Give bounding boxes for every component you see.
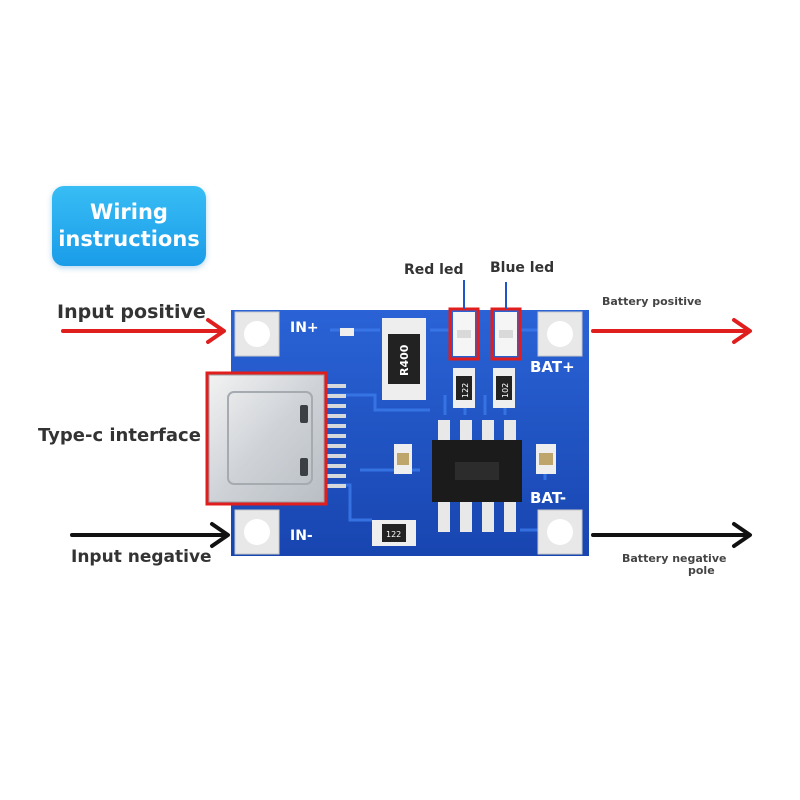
pcb-traces [330, 328, 547, 532]
pad-bat-minus [537, 509, 583, 555]
capacitor-left [394, 444, 412, 474]
silk-bat-minus: BAT- [530, 489, 566, 507]
blue-led-label: Blue led [490, 260, 555, 276]
battery-positive-label: Battery positive [602, 295, 702, 308]
blue-led-highlight-box [490, 307, 522, 361]
resistor-led-1: 122 [453, 368, 475, 408]
input-positive-label: Input positive [57, 301, 206, 323]
input-negative-label: Input negative [71, 547, 212, 567]
silk-bat-plus: BAT+ [530, 358, 575, 376]
resistor-led-2: 102 [493, 368, 515, 408]
red-led-highlight-box [448, 307, 480, 361]
charger-ic [432, 420, 522, 532]
typec-highlight-box [205, 371, 328, 506]
capacitor-small-top [340, 328, 354, 336]
input-positive-arrow [61, 318, 226, 344]
pcb-board [231, 310, 589, 556]
pad-in-minus [234, 509, 280, 555]
battery-negative-arrow [591, 522, 752, 548]
capacitor-right [536, 444, 556, 474]
pad-bat-plus [537, 311, 583, 357]
battery-negative-label-line-1: Battery negative [622, 552, 727, 565]
typec-interface-label: Type-c interface [38, 425, 201, 446]
input-negative-arrow [70, 522, 230, 548]
wiring-instructions-badge: Wiring instructions [52, 186, 206, 266]
resistor-r400: R400 [382, 318, 426, 400]
badge-line-2: instructions [58, 227, 200, 251]
resistor-led-2-label: 102 [501, 383, 510, 398]
silk-in-plus: IN+ [290, 320, 319, 336]
battery-negative-label-line-2: pole [688, 564, 715, 577]
red-led-label: Red led [404, 262, 464, 278]
pad-in-plus [234, 311, 280, 357]
battery-positive-arrow [591, 318, 752, 344]
silk-in-minus: IN- [290, 528, 313, 544]
resistor-bottom-label: 122 [386, 530, 401, 539]
resistor-bottom: 122 [372, 520, 416, 546]
blue-led-component [495, 312, 517, 356]
resistor-led-1-label: 122 [461, 383, 470, 398]
red-led-component [453, 312, 475, 356]
usb-typec-connector [208, 374, 346, 503]
resistor-r400-label: R400 [398, 344, 411, 376]
badge-line-1: Wiring [90, 200, 168, 224]
